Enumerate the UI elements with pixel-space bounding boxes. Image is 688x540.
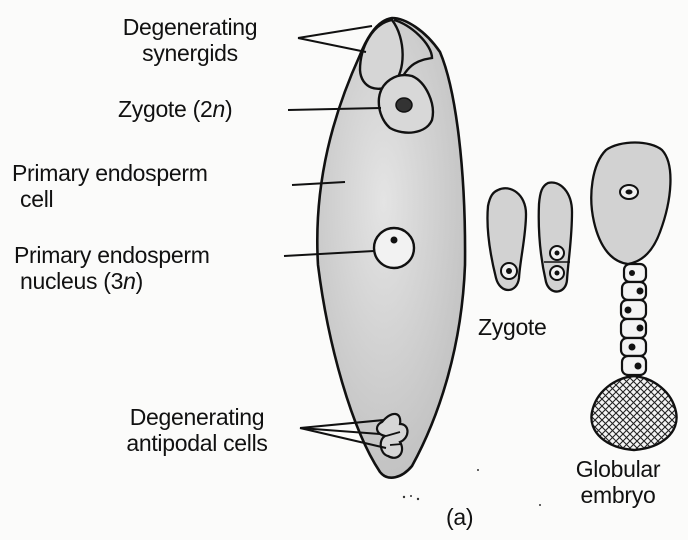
label-zygote: Zygote: [478, 314, 547, 340]
label-degenerating-synergids-line1: Degenerating: [90, 14, 290, 40]
nucleolus: [391, 237, 398, 244]
suspensor: [621, 264, 646, 375]
zygote-stage-one-nucleolus: [506, 268, 512, 274]
label-degenerating-antipodal: Degenerating antipodal cells: [92, 404, 302, 456]
label-zygote-2n-italic: n: [212, 96, 225, 122]
label-degenerating-antipodal-line2: antipodal cells: [92, 430, 302, 456]
zygote-stage-two-nucleolus-b: [555, 271, 560, 276]
label-zygote-2n-text: Zygote (2: [118, 96, 212, 122]
suspensor-basal-cell: [591, 143, 670, 265]
label-primary-endosperm-cell-line2: cell: [12, 186, 208, 212]
speckles: [403, 469, 541, 506]
label-primary-endosperm-nucleus-line1: Primary endosperm: [14, 242, 210, 268]
label-primary-endosperm-nucleus-line2-text: nucleus (3: [20, 268, 123, 294]
label-zygote-2n-close: ): [225, 96, 232, 122]
label-primary-endosperm-cell: Primary endosperm cell: [12, 160, 208, 212]
label-degenerating-antipodal-line1: Degenerating: [92, 404, 302, 430]
label-primary-endosperm-nucleus-line2: nucleus (3n): [14, 268, 210, 294]
label-primary-endosperm-nucleus-line2-close: ): [136, 268, 143, 294]
label-zygote-2n: Zygote (2n): [118, 96, 232, 122]
label-panel-a: (a): [446, 504, 473, 530]
label-globular-embryo-line1: Globular: [558, 456, 678, 482]
label-primary-endosperm-nucleus-line2-italic: n: [123, 268, 136, 294]
globular-embryo: [591, 376, 676, 450]
primary-endosperm-nucleus: [374, 228, 414, 268]
label-primary-endosperm-cell-line1: Primary endosperm: [12, 160, 208, 186]
label-globular-embryo-line2: embryo: [558, 482, 678, 508]
basal-cell-nucleolus: [626, 190, 633, 195]
label-degenerating-synergids-line2: synergids: [90, 40, 290, 66]
label-degenerating-synergids: Degenerating synergids: [90, 14, 290, 66]
zygote-stage-two-nucleolus-a: [555, 251, 560, 256]
zygote-nucleus: [396, 98, 412, 112]
label-globular-embryo: Globular embryo: [558, 456, 678, 508]
label-primary-endosperm-nucleus: Primary endosperm nucleus (3n): [14, 242, 210, 294]
